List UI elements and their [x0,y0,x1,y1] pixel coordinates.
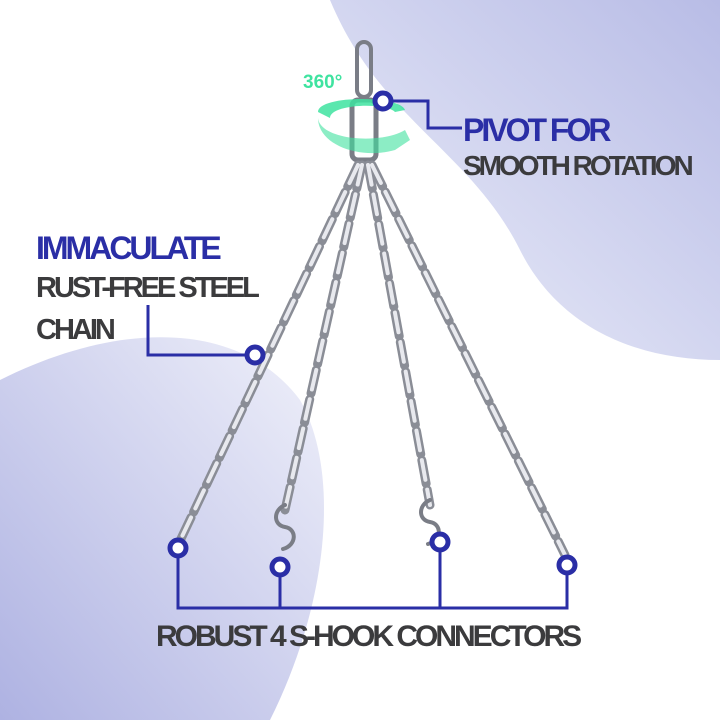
hooks-label: ROBUST 4 S-HOOK CONNECTORS [156,620,582,653]
pivot-subtitle: SMOOTH ROTATION [463,150,694,181]
pivot-leader [392,99,462,130]
hooks-leader [176,550,569,610]
chain-subtitle-1: RUST-FREE STEEL [36,272,260,304]
hook-marker-2 [269,556,291,578]
pivot-title: PIVOT FOR [463,112,611,148]
chain-title: IMMACULATE [36,230,222,266]
chain-subtitle-2: CHAIN [36,314,116,346]
pivot-marker [372,90,394,112]
top-swivel-link [355,40,373,99]
hook-marker-3 [429,531,451,553]
s-hook-1 [274,503,296,551]
rotation-label: 360° [303,72,343,93]
chain-marker [244,344,266,366]
chain-leader [146,305,248,357]
hook-marker-4 [556,554,578,576]
rotation-arrow-icon [318,98,410,154]
hook-marker-1 [167,537,189,559]
